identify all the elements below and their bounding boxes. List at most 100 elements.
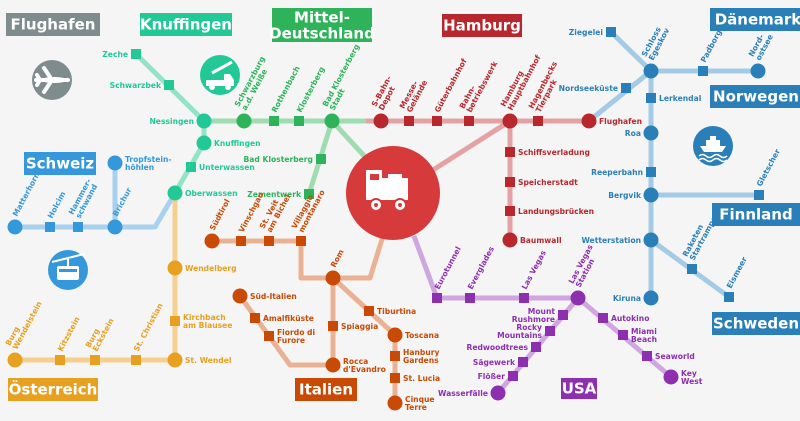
station-nord-ostsee[interactable]: Nord-ostsee xyxy=(747,29,775,79)
station-label: Wetterstation xyxy=(581,236,641,245)
station-amalfiküste[interactable]: Amalfiküste xyxy=(250,313,314,323)
station-landungsbrücken[interactable]: Landungsbrücken xyxy=(505,206,594,216)
hub-marker xyxy=(7,352,23,368)
stop-marker xyxy=(618,330,628,340)
track-skandinavien xyxy=(587,69,653,123)
stop-marker xyxy=(598,313,608,323)
stop-marker xyxy=(754,190,764,200)
station-oberwassen[interactable]: Oberwassen xyxy=(167,185,238,201)
station-knuffingen[interactable]: Knuffingen xyxy=(196,135,261,151)
svg-text:Italien: Italien xyxy=(299,381,353,399)
station-flößer[interactable]: Flößer xyxy=(478,371,518,381)
stop-marker xyxy=(508,371,518,381)
station-redwoodtrees[interactable]: Redwoodtrees xyxy=(466,342,541,352)
station-süd-italien[interactable]: Süd-Italien xyxy=(232,288,297,304)
station-bergvik[interactable]: Bergvik xyxy=(608,187,659,203)
hub-marker xyxy=(643,232,659,248)
station-messe-gelände[interactable]: Messe-Gelände xyxy=(398,75,429,126)
station-st-lucia[interactable]: St. Lucia xyxy=(390,373,440,383)
station-reeperbahn[interactable]: Reeperbahn xyxy=(591,167,656,177)
hub-marker xyxy=(570,290,586,306)
station-las-vegas-station[interactable]: Las VegasStation xyxy=(567,243,602,306)
station-roa[interactable]: Roa xyxy=(625,125,659,141)
station-schiffsverladung[interactable]: Schiffsverladung xyxy=(505,147,590,157)
station-güterbahnhof[interactable]: Güterbahnhof xyxy=(432,57,469,126)
station-sägewerk[interactable]: Sägewerk xyxy=(473,357,528,367)
station-st-christian[interactable]: St. Christian xyxy=(131,302,165,365)
station-bad-klosterberg-stadt[interactable]: Bad KlosterbergStadt xyxy=(321,43,369,129)
station-label: Gletscher xyxy=(755,147,782,188)
hub-marker xyxy=(232,288,248,304)
station-label: Autokino xyxy=(611,314,649,323)
station-label: Padborg xyxy=(699,28,724,64)
svg-text:Dänemark: Dänemark xyxy=(715,11,800,29)
station-wetterstation[interactable]: Wetterstation xyxy=(581,232,659,248)
station-label: Speicherstadt xyxy=(518,178,578,187)
station-toscana[interactable]: Toscana xyxy=(387,327,440,343)
station-label: Wasserfälle xyxy=(438,389,488,398)
station-label: Seaworld xyxy=(655,352,695,361)
station-eurotunnel[interactable]: Eurotunnel xyxy=(432,245,463,303)
svg-text:USA: USA xyxy=(562,380,597,398)
station-nordseeküste[interactable]: Nordseeküste xyxy=(559,83,631,93)
station-wendelberg[interactable]: Wendelberg xyxy=(167,260,237,276)
station-label: Lerkendal xyxy=(659,94,701,103)
station-ziegelei[interactable]: Ziegelei xyxy=(569,27,616,37)
station-unterwassen[interactable]: Unterwassen xyxy=(186,162,255,172)
station-hammer-schwand[interactable]: Hammer-schwand xyxy=(67,177,100,232)
station-flughafen[interactable]: Flughafen xyxy=(581,113,643,129)
station-gletscher[interactable]: Gletscher xyxy=(754,147,782,200)
station-bad-klosterberg[interactable]: Bad Klosterberg xyxy=(243,154,326,164)
station-speicherstadt[interactable]: Speicherstadt xyxy=(505,177,578,187)
station-everglades[interactable]: Everglades xyxy=(465,245,496,303)
station-label: Süd-Italien xyxy=(250,292,297,301)
station-label: Spiaggia xyxy=(341,322,378,331)
station-seaworld[interactable]: Seaworld xyxy=(642,351,695,361)
station-zementwerk[interactable]: Zementwerk xyxy=(247,189,314,199)
station-lerkendal[interactable]: Lerkendal xyxy=(646,93,701,103)
fire-truck-icon xyxy=(200,55,240,95)
region-label-schweden: Schweden xyxy=(712,312,800,335)
station-wasserfälle[interactable]: Wasserfälle xyxy=(438,385,506,401)
hub-marker xyxy=(387,395,403,411)
station-spiaggia[interactable]: Spiaggia xyxy=(328,321,378,331)
station-tropfstein-höhlen[interactable]: Tropfstein-höhlen xyxy=(107,155,172,172)
station-las-vegas[interactable]: Las Vegas xyxy=(519,248,548,303)
station-kiruna[interactable]: Kiruna xyxy=(613,290,659,306)
station-schwarzbek[interactable]: Schwarzbek xyxy=(110,80,174,90)
station-baumwall[interactable]: Baumwall xyxy=(502,232,562,248)
station-zeche[interactable]: Zeche xyxy=(102,49,141,59)
station-burg-eckstein[interactable]: BurgEckstein xyxy=(84,313,116,365)
station-st-wendel[interactable]: St. Wendel xyxy=(167,352,232,368)
stop-marker xyxy=(505,206,515,216)
stop-marker xyxy=(505,177,515,187)
station-eismeer[interactable]: Eismeer xyxy=(724,255,749,302)
hub-marker xyxy=(204,233,220,249)
region-label-knuffingen: Knuffingen xyxy=(140,13,232,36)
station-label: Roa xyxy=(625,129,641,138)
station-schwarzburg-a-d-weiße[interactable]: Schwarzburga.d. Weiße xyxy=(233,55,274,129)
hub-marker xyxy=(502,232,518,248)
stop-marker xyxy=(545,326,555,336)
station-burg-wendelstein[interactable]: BurgWendelstein xyxy=(4,296,44,368)
station-autokino[interactable]: Autokino xyxy=(598,313,649,323)
hub-marker xyxy=(167,185,183,201)
station-tiburtina[interactable]: Tiburtina xyxy=(364,306,416,316)
region-label-finnland: Finnland xyxy=(712,203,800,226)
station-nessingen[interactable]: Nessingen xyxy=(149,113,212,129)
station-label: Rom xyxy=(329,248,346,269)
